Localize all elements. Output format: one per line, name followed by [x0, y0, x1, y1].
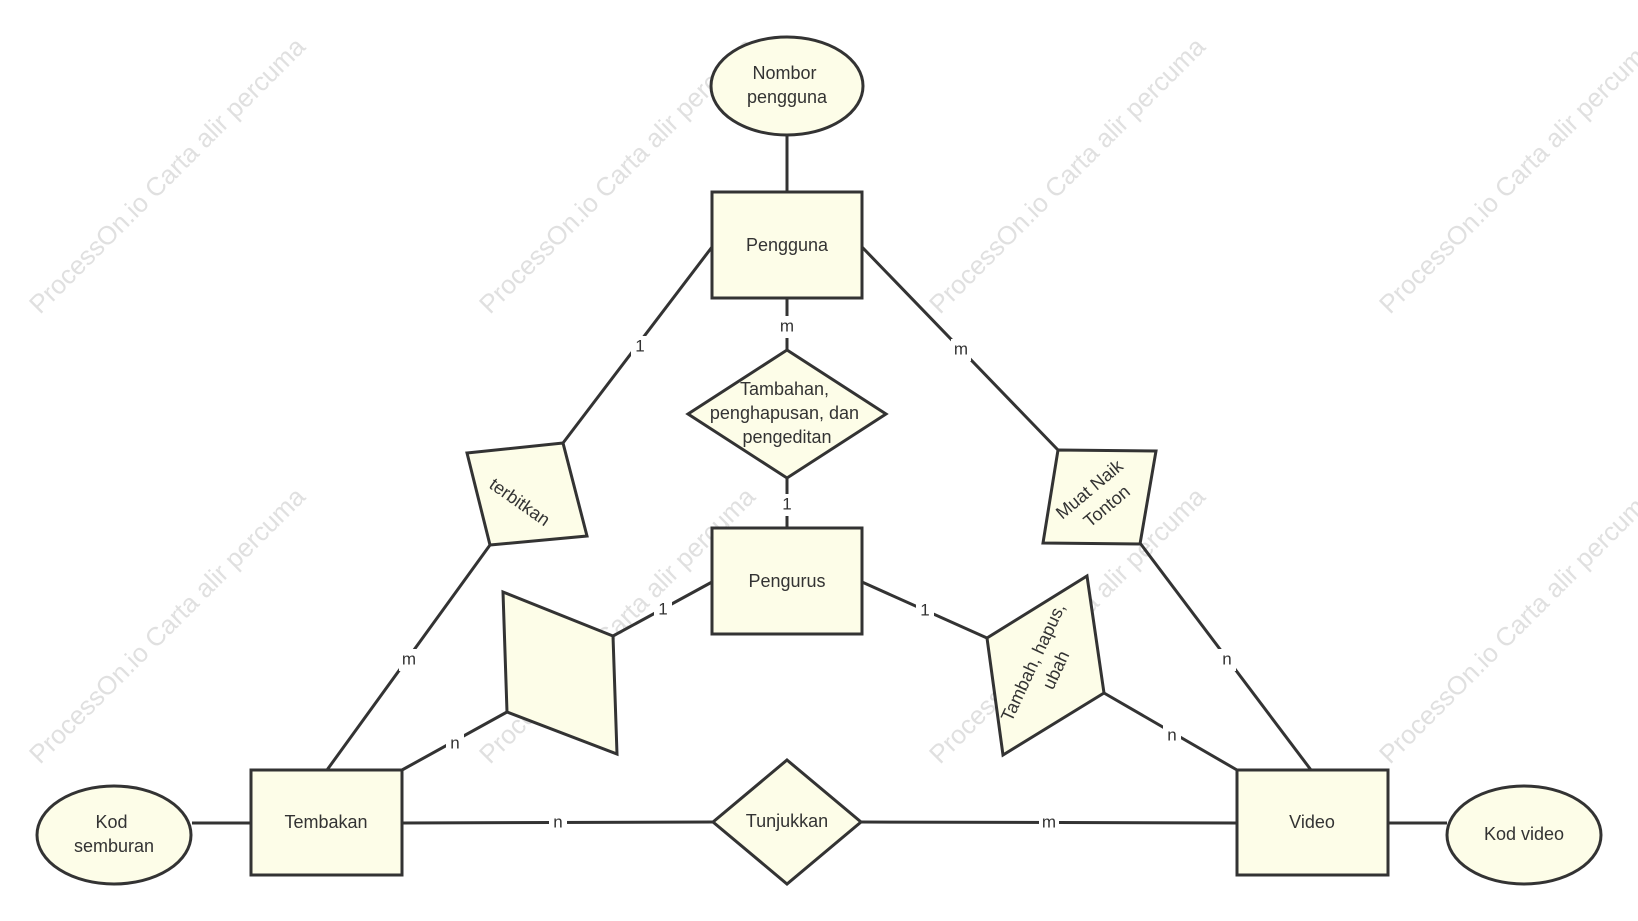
- node-label-line: pengguna: [747, 87, 828, 107]
- cardinality-text: n: [1167, 725, 1176, 744]
- watermark: ProcessOn.io Carta alir percuma: [23, 31, 311, 319]
- cardinality-label: m: [399, 649, 419, 671]
- cardinality-label: m: [777, 316, 797, 338]
- cardinality-text: n: [553, 812, 562, 831]
- relationship-muat-naik-tonton[interactable]: Muat Naik Tonton: [1041, 448, 1158, 546]
- cardinality-text: 1: [782, 494, 791, 513]
- node-label: Tunjukkan: [746, 811, 828, 831]
- cardinality-text: 1: [658, 599, 667, 618]
- node-label-line: Tambahan,: [740, 379, 829, 399]
- cardinality-text: n: [450, 733, 459, 752]
- watermark: ProcessOn.io Carta alir percuma: [923, 31, 1211, 319]
- nodes: Nombor pengguna Pengguna Tambahan, pengh…: [35, 35, 1603, 886]
- cardinality-label: n: [549, 812, 567, 834]
- node-label-line: pengeditan: [742, 427, 831, 447]
- cardinality-text: m: [780, 316, 794, 335]
- watermark: ProcessOn.io Carta alir percuma: [1373, 31, 1638, 319]
- relationship-terbitkan[interactable]: terbitkan: [465, 441, 589, 547]
- node-label: Tambahan, penghapusan, dan pengeditan: [710, 379, 864, 447]
- node-label: Tembakan: [284, 812, 367, 832]
- cardinality-label: 1: [654, 599, 672, 621]
- attribute-nombor-pengguna[interactable]: Nombor pengguna: [709, 35, 865, 137]
- relationship-tambahan[interactable]: Tambahan, penghapusan, dan pengeditan: [685, 348, 889, 480]
- cardinality-text: m: [402, 649, 416, 668]
- entity-video[interactable]: Video: [1235, 768, 1390, 877]
- cardinality-label: 1: [778, 494, 796, 516]
- node-label: Nombor pengguna: [747, 63, 828, 107]
- cardinality-text: n: [1222, 649, 1231, 668]
- watermark: ProcessOn.io Carta alir percuma: [1373, 481, 1638, 769]
- node-label-line: semburan: [74, 836, 154, 856]
- cardinality-text: 1: [635, 336, 644, 355]
- attribute-kod-semburan[interactable]: Kod semburan: [35, 784, 193, 886]
- cardinality-label: m: [951, 339, 971, 361]
- node-label-line: penghapusan, dan: [710, 403, 859, 423]
- cardinality-label: m: [1039, 812, 1059, 834]
- cardinality-labels: 1 m m 1 m 1 1 n: [399, 316, 1236, 834]
- relationship-tambah-hapus-ubah[interactable]: Tambah, hapus, ubah: [985, 573, 1106, 758]
- node-label: Kod video: [1484, 824, 1564, 844]
- entity-pengguna[interactable]: Pengguna: [710, 190, 864, 300]
- attribute-kod-video[interactable]: Kod video: [1445, 784, 1603, 886]
- cardinality-text: m: [954, 339, 968, 358]
- cardinality-label: n: [446, 733, 464, 755]
- cardinality-label: 1: [916, 600, 934, 622]
- relationship-tunjukkan[interactable]: Tunjukkan: [710, 758, 864, 886]
- cardinality-label: n: [1218, 649, 1236, 671]
- entity-pengurus[interactable]: Pengurus: [710, 526, 864, 636]
- node-label-line: Nombor: [752, 63, 816, 83]
- relationship-unlabelled[interactable]: [501, 589, 619, 757]
- node-label: Kod semburan: [74, 812, 154, 856]
- node-label: Pengurus: [748, 571, 825, 591]
- node-label: Video: [1289, 812, 1335, 832]
- cardinality-label: 1: [631, 336, 649, 358]
- cardinality-label: n: [1163, 725, 1181, 747]
- cardinality-text: m: [1042, 812, 1056, 831]
- watermark: ProcessOn.io Carta alir percuma: [23, 481, 311, 769]
- node-label-line: Kod: [95, 812, 127, 832]
- cardinality-text: 1: [920, 600, 929, 619]
- node-label: Pengguna: [746, 235, 829, 255]
- entity-tembakan[interactable]: Tembakan: [249, 768, 404, 877]
